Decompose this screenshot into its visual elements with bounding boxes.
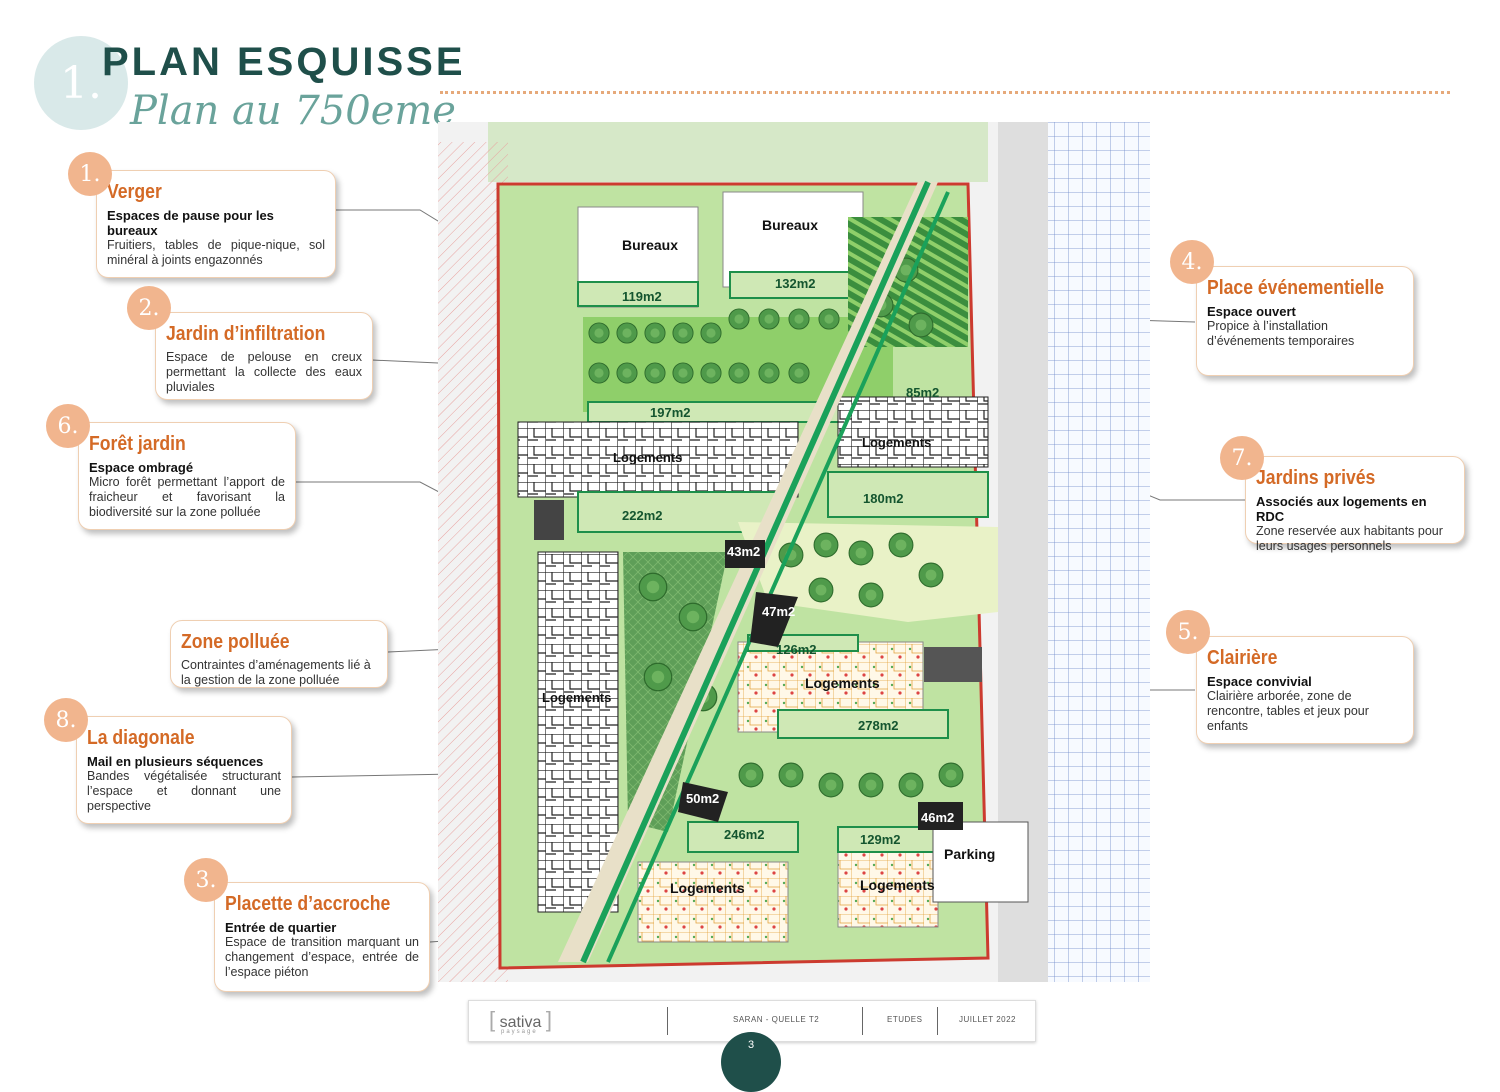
footer-separator: [862, 1007, 863, 1035]
callout-clairiere: Clairière Espace convivial Clairière arb…: [1196, 636, 1414, 744]
area-label: 47m2: [762, 604, 796, 619]
callout-description: Espace de transition marquant un changem…: [225, 935, 419, 979]
plan-label-logements: Logements: [542, 690, 612, 705]
plan-label-bureaux: Bureaux: [762, 217, 819, 233]
callout-number-badge: 6.: [46, 404, 90, 448]
plan-label-logements: Logements: [805, 675, 880, 691]
callout-title: Jardins privés: [1256, 467, 1376, 489]
callout-number-badge: 4.: [1170, 240, 1214, 284]
callout-place-evenementielle: Place événementielle Espace ouvert Propi…: [1196, 266, 1414, 376]
callout-jardins-prives: Jardins privés Associés aux logements en…: [1245, 456, 1465, 553]
area-label: 132m2: [775, 276, 816, 291]
callout-description: Micro forêt permettant l’apport de fraic…: [89, 475, 285, 519]
plan-label-logements: Logements: [613, 450, 683, 465]
page-number: 3: [721, 1032, 781, 1092]
callout-placette: Placette d’accroche Entrée de quartier E…: [214, 882, 430, 992]
area-label: 43m2: [727, 544, 761, 559]
callout-subtitle: Espace ouvert: [1207, 304, 1296, 319]
area-label: 119m2: [622, 289, 662, 304]
callout-subtitle: Espace convivial: [1207, 674, 1312, 689]
area-label: 197m2: [650, 405, 691, 420]
area-label: 180m2: [863, 491, 904, 506]
callout-title: Verger: [107, 181, 162, 203]
callout-number-badge: 8.: [44, 698, 88, 742]
logo-text: sativa: [499, 1014, 542, 1031]
callout-number-badge: 5.: [1166, 610, 1210, 654]
area-label: 222m2: [622, 508, 663, 523]
header-divider: [440, 91, 1450, 94]
callout-subtitle: Mail en plusieurs séquences: [87, 754, 264, 769]
section-number-badge: 1.: [34, 36, 128, 130]
callout-title: Placette d’accroche: [225, 893, 391, 915]
area-label: 85m2: [906, 385, 940, 400]
sativa-logo: [ sativa ] paysage: [489, 1007, 552, 1035]
callout-description: Fruitiers, tables de pique-nique, sol mi…: [107, 238, 325, 267]
callout-description: Zone reservée aux habitants pour leurs u…: [1256, 524, 1443, 553]
footer-separator: [667, 1007, 668, 1035]
callout-title: Clairière: [1207, 647, 1278, 669]
callout-verger: Verger Espaces de pause pour les bureaux…: [96, 170, 336, 278]
callout-number-badge: 2.: [127, 286, 171, 330]
callout-jardin-infiltration: Jardin d’infiltration Espace de pelouse …: [155, 312, 373, 400]
area-label: 50m2: [686, 791, 720, 806]
callout-subtitle: Espace ombragé: [89, 460, 194, 475]
site-plan: [438, 122, 1150, 982]
page-subtitle: Plan au 750eme: [130, 88, 456, 134]
callout-number-badge: 7.: [1220, 436, 1264, 480]
plan-label-bureaux: Bureaux: [622, 237, 679, 253]
callout-subtitle: Espaces de pause pour les bureaux: [107, 208, 274, 238]
area-label: 46m2: [921, 810, 955, 825]
callout-title: La diagonale: [87, 727, 195, 749]
callout-title: Forêt jardin: [89, 433, 186, 455]
plan-label-logements: Logements: [860, 877, 935, 893]
callout-description: Contraintes d’aménagements lié à la gest…: [181, 658, 371, 687]
callout-subtitle: Entrée de quartier: [225, 920, 337, 935]
callout-description: Propice à l’installation d’événements te…: [1207, 319, 1355, 348]
area-label: 246m2: [724, 827, 765, 842]
callout-number-badge: 1.: [68, 152, 112, 196]
callout-number-badge: 3.: [184, 858, 228, 902]
plan-label-parking: Parking: [944, 846, 996, 862]
callout-title: Place événementielle: [1207, 277, 1385, 299]
area-label: 126m2: [776, 642, 817, 657]
callout-description: Espace de pelouse en creux permettant la…: [166, 350, 362, 394]
page-title: PLAN ESQUISSE: [102, 40, 466, 84]
callout-description: Bandes végétalisée structurant l’espace …: [87, 769, 281, 813]
footer-phase: ETUDES: [887, 1015, 923, 1024]
callout-foret-jardin: Forêt jardin Espace ombragé Micro forêt …: [78, 422, 296, 530]
callout-subtitle: Associés aux logements en RDC: [1256, 494, 1427, 524]
footer-project: SARAN - QUELLE T2: [733, 1015, 820, 1024]
footer-date: JUILLET 2022: [959, 1015, 1016, 1024]
callout-title: Jardin d’infiltration: [166, 323, 326, 345]
footer-separator: [937, 1007, 938, 1035]
callout-title: Zone polluée: [181, 631, 290, 653]
area-label: 129m2: [860, 832, 901, 847]
plan-label-logements: Logements: [862, 435, 932, 450]
logo-subtext: paysage: [501, 1029, 538, 1035]
plan-label-logements: Logements: [670, 880, 745, 896]
callout-zone-polluee: Zone polluée Contraintes d’aménagements …: [170, 620, 388, 688]
callout-description: Clairière arborée, zone de rencontre, ta…: [1207, 689, 1369, 733]
area-label: 278m2: [858, 718, 899, 733]
callout-diagonale: La diagonale Mail en plusieurs séquences…: [76, 716, 292, 824]
